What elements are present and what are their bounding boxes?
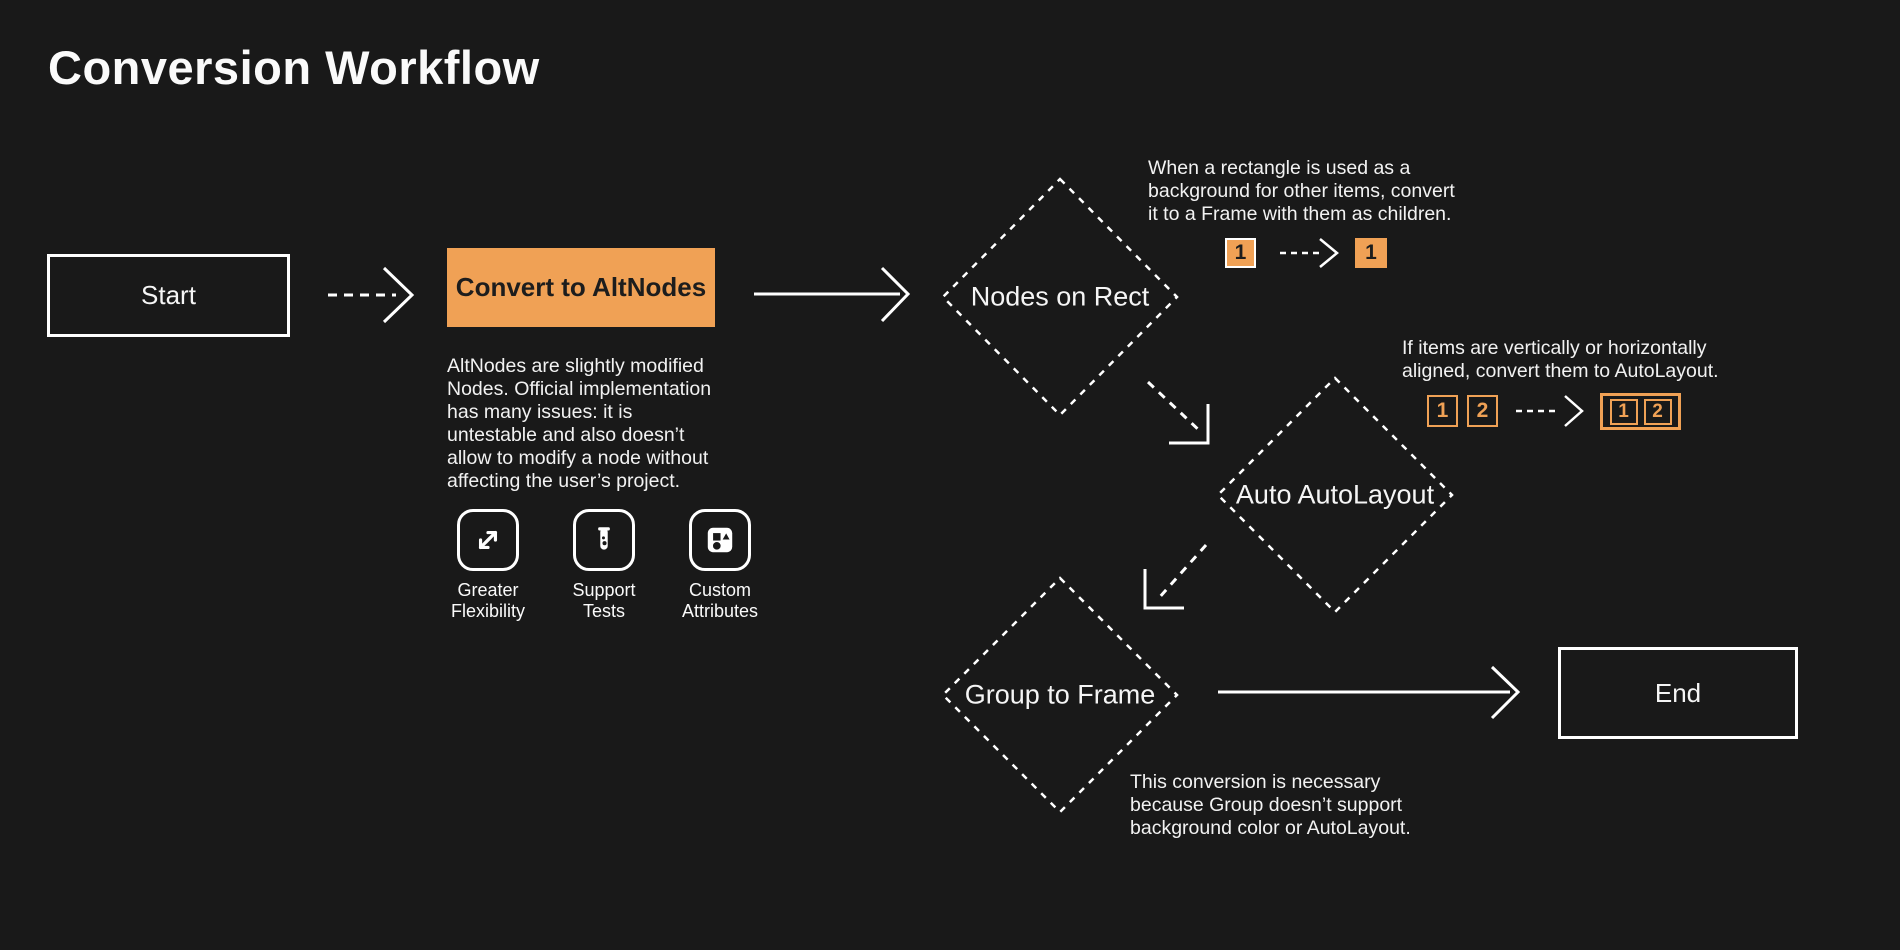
expand-arrows-icon [457,509,519,571]
shapes-icon [689,509,751,571]
altnodes-description-note: AltNodes are slightly modified Nodes. Of… [447,355,712,492]
feature-label: Custom Attributes [681,580,759,621]
test-tube-icon [573,509,635,571]
feature-support-tests: Support Tests [561,509,647,622]
arrow-start-to-convert [328,266,415,324]
item-2-chip: 2 [1467,395,1498,427]
page-title: Conversion Workflow [48,41,540,94]
rect-after-chip: 1 [1355,238,1387,268]
autolayout-note: If items are vertically or horizontally … [1402,337,1719,382]
arrow-items-chip [1516,395,1584,427]
autolayout-item-2-chip: 2 [1643,398,1672,425]
auto-autolayout-label: Auto AutoLayout [1235,479,1435,510]
rect-before-chip: 1 [1225,238,1256,268]
arrow-nodes-on-rect-to-auto-autolayout [1146,380,1210,445]
autolayout-group-chip: 1 2 [1600,393,1681,430]
arrow-auto-autolayout-to-group-to-frame [1143,544,1208,610]
arrow-convert-to-nodes-on-rect [754,266,911,323]
feature-label: Support Tests [572,580,636,621]
end-node-label: End [1654,677,1702,708]
convert-to-altnodes-node: Convert to AltNodes [447,248,715,327]
altnodes-features: Greater Flexibility Support Tests [445,509,763,622]
arrow-rect-chip [1280,238,1339,268]
feature-label: Greater Flexibility [450,580,525,621]
start-node: Start [47,254,290,337]
item-1-chip: 1 [1427,395,1458,427]
nodes-on-rect-label: Nodes on Rect [970,281,1150,312]
convert-to-altnodes-label: Convert to AltNodes [455,272,707,302]
start-node-label: Start [141,280,196,310]
group-to-frame-label: Group to Frame [964,679,1156,710]
feature-greater-flexibility: Greater Flexibility [445,509,531,622]
arrow-group-to-frame-to-end [1218,665,1521,720]
feature-custom-attributes: Custom Attributes [677,509,763,622]
rect-to-frame-note: When a rectangle is used as a background… [1148,157,1455,225]
end-node: End [1558,647,1798,739]
autolayout-item-1-chip: 1 [1609,398,1638,425]
group-frame-note: This conversion is necessary because Gro… [1130,771,1411,839]
